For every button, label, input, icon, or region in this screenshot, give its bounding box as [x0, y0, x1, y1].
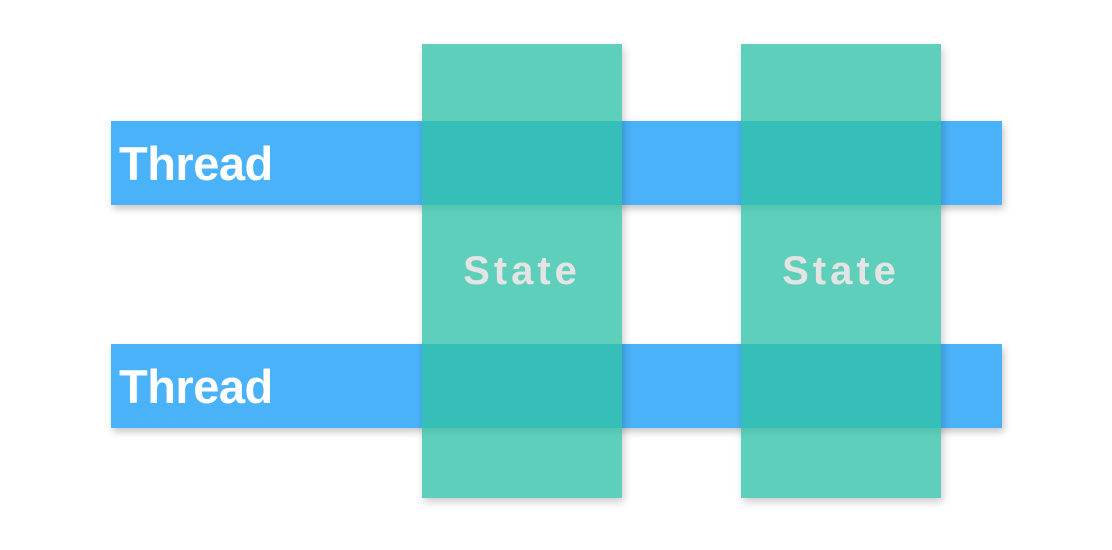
state-column-2-label: State: [782, 249, 900, 293]
state-column-2: State: [741, 44, 941, 498]
state-column-1: State: [422, 44, 622, 498]
thread-bar-2-label: Thread: [119, 359, 273, 413]
state-column-1-label: State: [463, 249, 581, 293]
thread-bar-1-label: Thread: [119, 136, 273, 190]
